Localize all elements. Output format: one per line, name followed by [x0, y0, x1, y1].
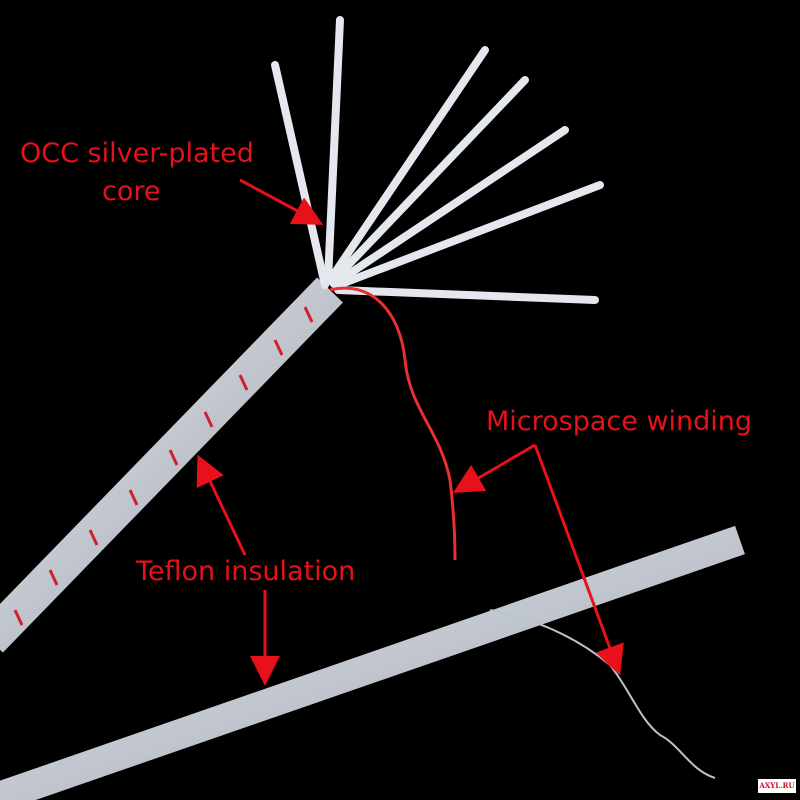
lower-cable — [0, 525, 745, 800]
label-occ-core-line2: core — [102, 176, 161, 207]
core-strands — [271, 16, 604, 304]
arrow-winding-loose — [533, 444, 624, 676]
loose-winding-thread — [489, 609, 716, 779]
watermark: AXYL.RU — [758, 779, 796, 793]
label-teflon-insulation: Teflon insulation — [136, 556, 356, 587]
annotation-arrows — [196, 178, 624, 686]
label-occ-core-line1: OCC silver-plated — [20, 138, 254, 169]
arrow-core — [239, 178, 324, 225]
upper-cable — [0, 16, 604, 653]
label-microspace-winding: Microspace winding — [486, 406, 753, 437]
arrow-insulation-upper — [196, 454, 247, 556]
arrow-winding-red — [452, 443, 536, 494]
red-winding-marks — [13, 306, 314, 626]
red-winding-thread — [329, 286, 457, 561]
